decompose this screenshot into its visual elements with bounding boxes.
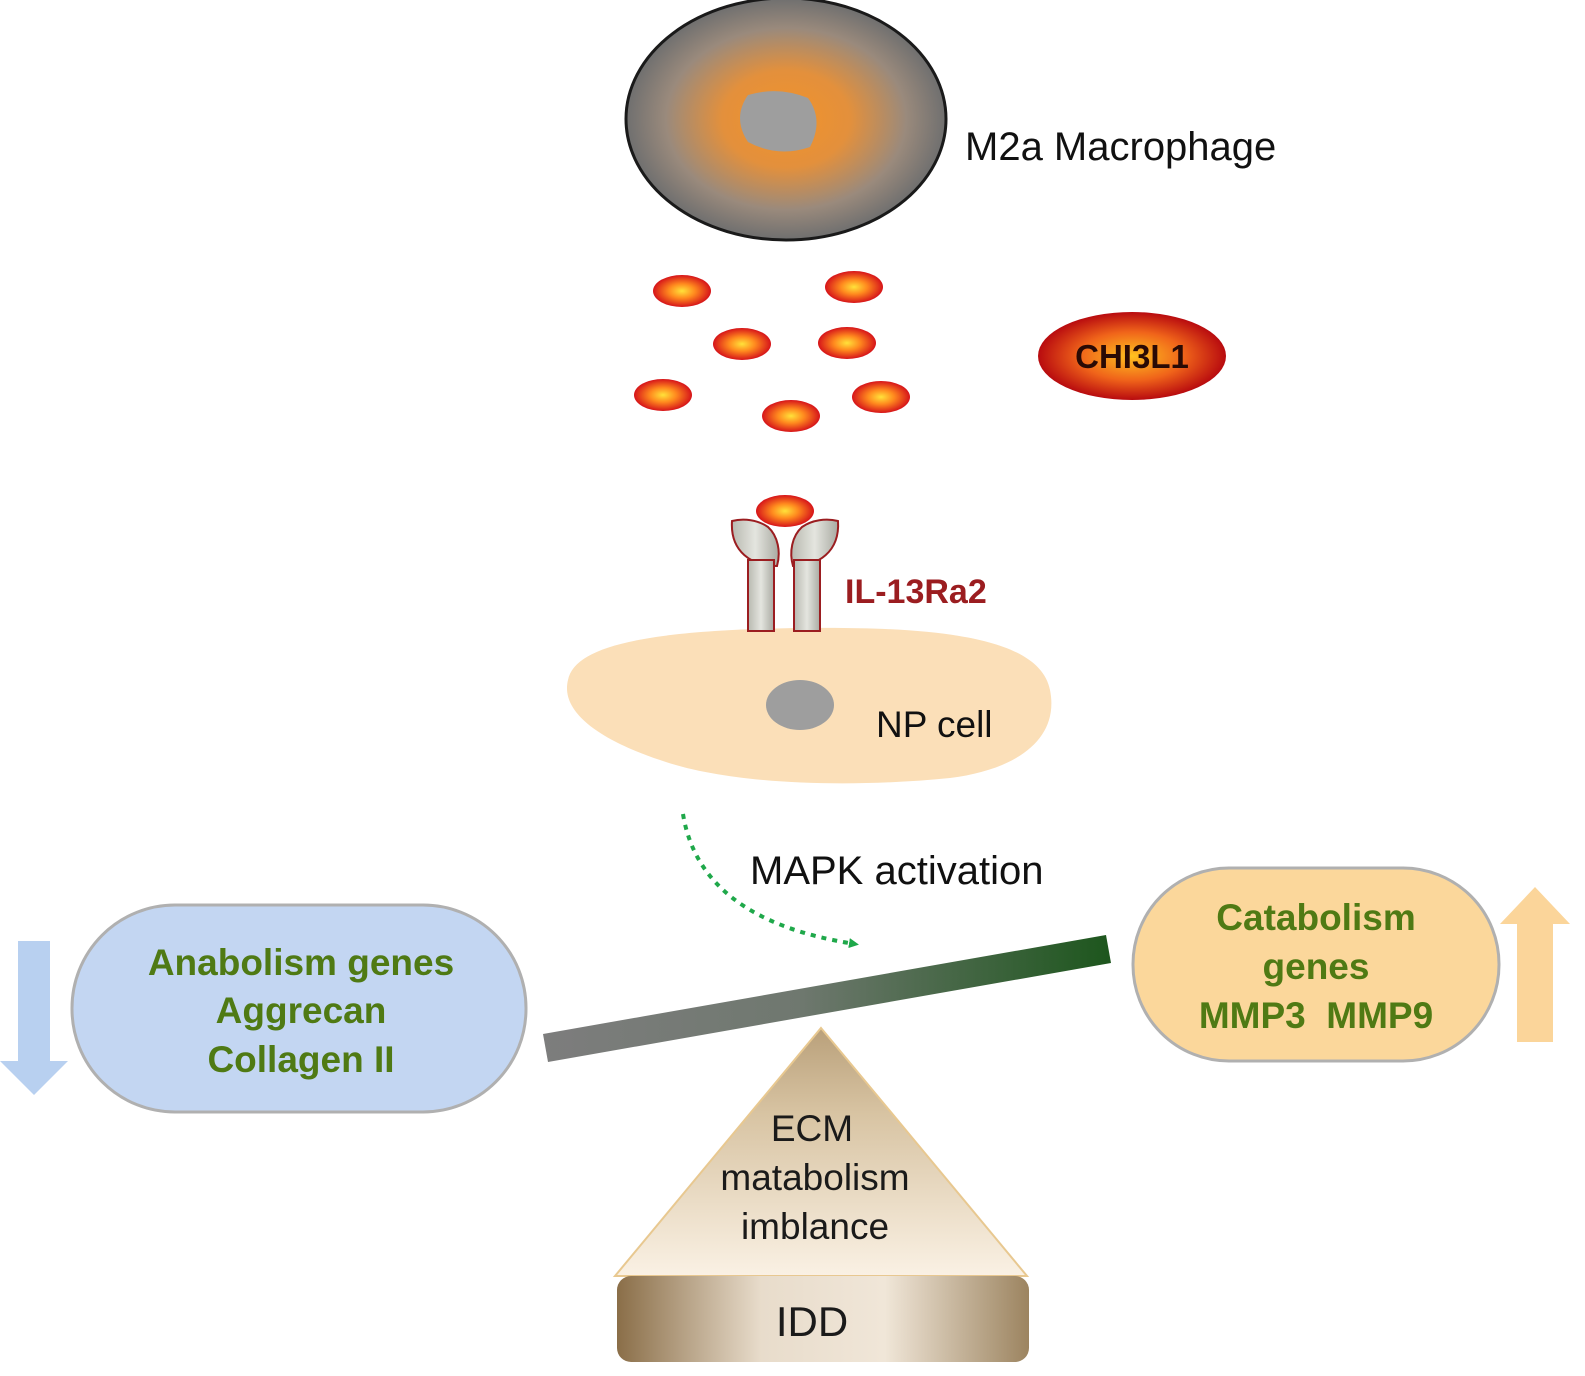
np-cell-label: NP cell xyxy=(876,704,993,745)
ecm-label: ECM xyxy=(771,1108,853,1149)
balance-beam xyxy=(543,935,1111,1062)
macrophage-label: M2a Macrophage xyxy=(965,125,1276,169)
chi3l1-legend-ellipse xyxy=(1038,312,1226,400)
il13ra2-label: IL-13Ra2 xyxy=(845,573,987,611)
bound-chi3l1-particle xyxy=(756,495,814,527)
idd-base xyxy=(617,1276,1029,1362)
anabolism-box xyxy=(70,903,528,1114)
idd-label: IDD xyxy=(776,1298,848,1345)
np-cell-nucleus xyxy=(766,680,834,730)
macrophage-nucleus xyxy=(740,91,817,152)
chi3l1-particle xyxy=(634,379,692,411)
chi3l1-particle xyxy=(818,327,876,359)
chi3l1-particle xyxy=(852,381,910,413)
chi3l1-particle xyxy=(762,400,820,432)
mapk-activation-arrow xyxy=(681,813,859,949)
np-cell xyxy=(566,627,1052,784)
il13ra2-receptor-icon xyxy=(730,518,840,632)
down-arrow-icon xyxy=(0,941,68,1095)
aggrecan-label: Aggrecan xyxy=(216,990,387,1031)
chi3l1-particle xyxy=(713,328,771,360)
mmp-label: MMP3 MMP9 xyxy=(1199,995,1433,1036)
chi3l1-particle xyxy=(653,275,711,307)
matabolism-label: matabolism xyxy=(720,1157,909,1198)
chi3l1-particles xyxy=(634,271,910,432)
imblance-label: imblance xyxy=(741,1206,889,1247)
catabolism-title: Catabolism xyxy=(1216,897,1415,938)
mapk-activation-label: MAPK activation xyxy=(750,849,1043,893)
catabolism-genes-label: genes xyxy=(1263,946,1370,987)
chi3l1-label: CHI3L1 xyxy=(1075,338,1189,375)
chi3l1-particle xyxy=(825,271,883,303)
macrophage-cell xyxy=(624,0,948,242)
catabolism-box xyxy=(1131,866,1501,1063)
collagen-ii-label: Collagen II xyxy=(207,1039,394,1080)
up-arrow-icon xyxy=(1500,887,1570,1042)
anabolism-title: Anabolism genes xyxy=(148,942,454,983)
